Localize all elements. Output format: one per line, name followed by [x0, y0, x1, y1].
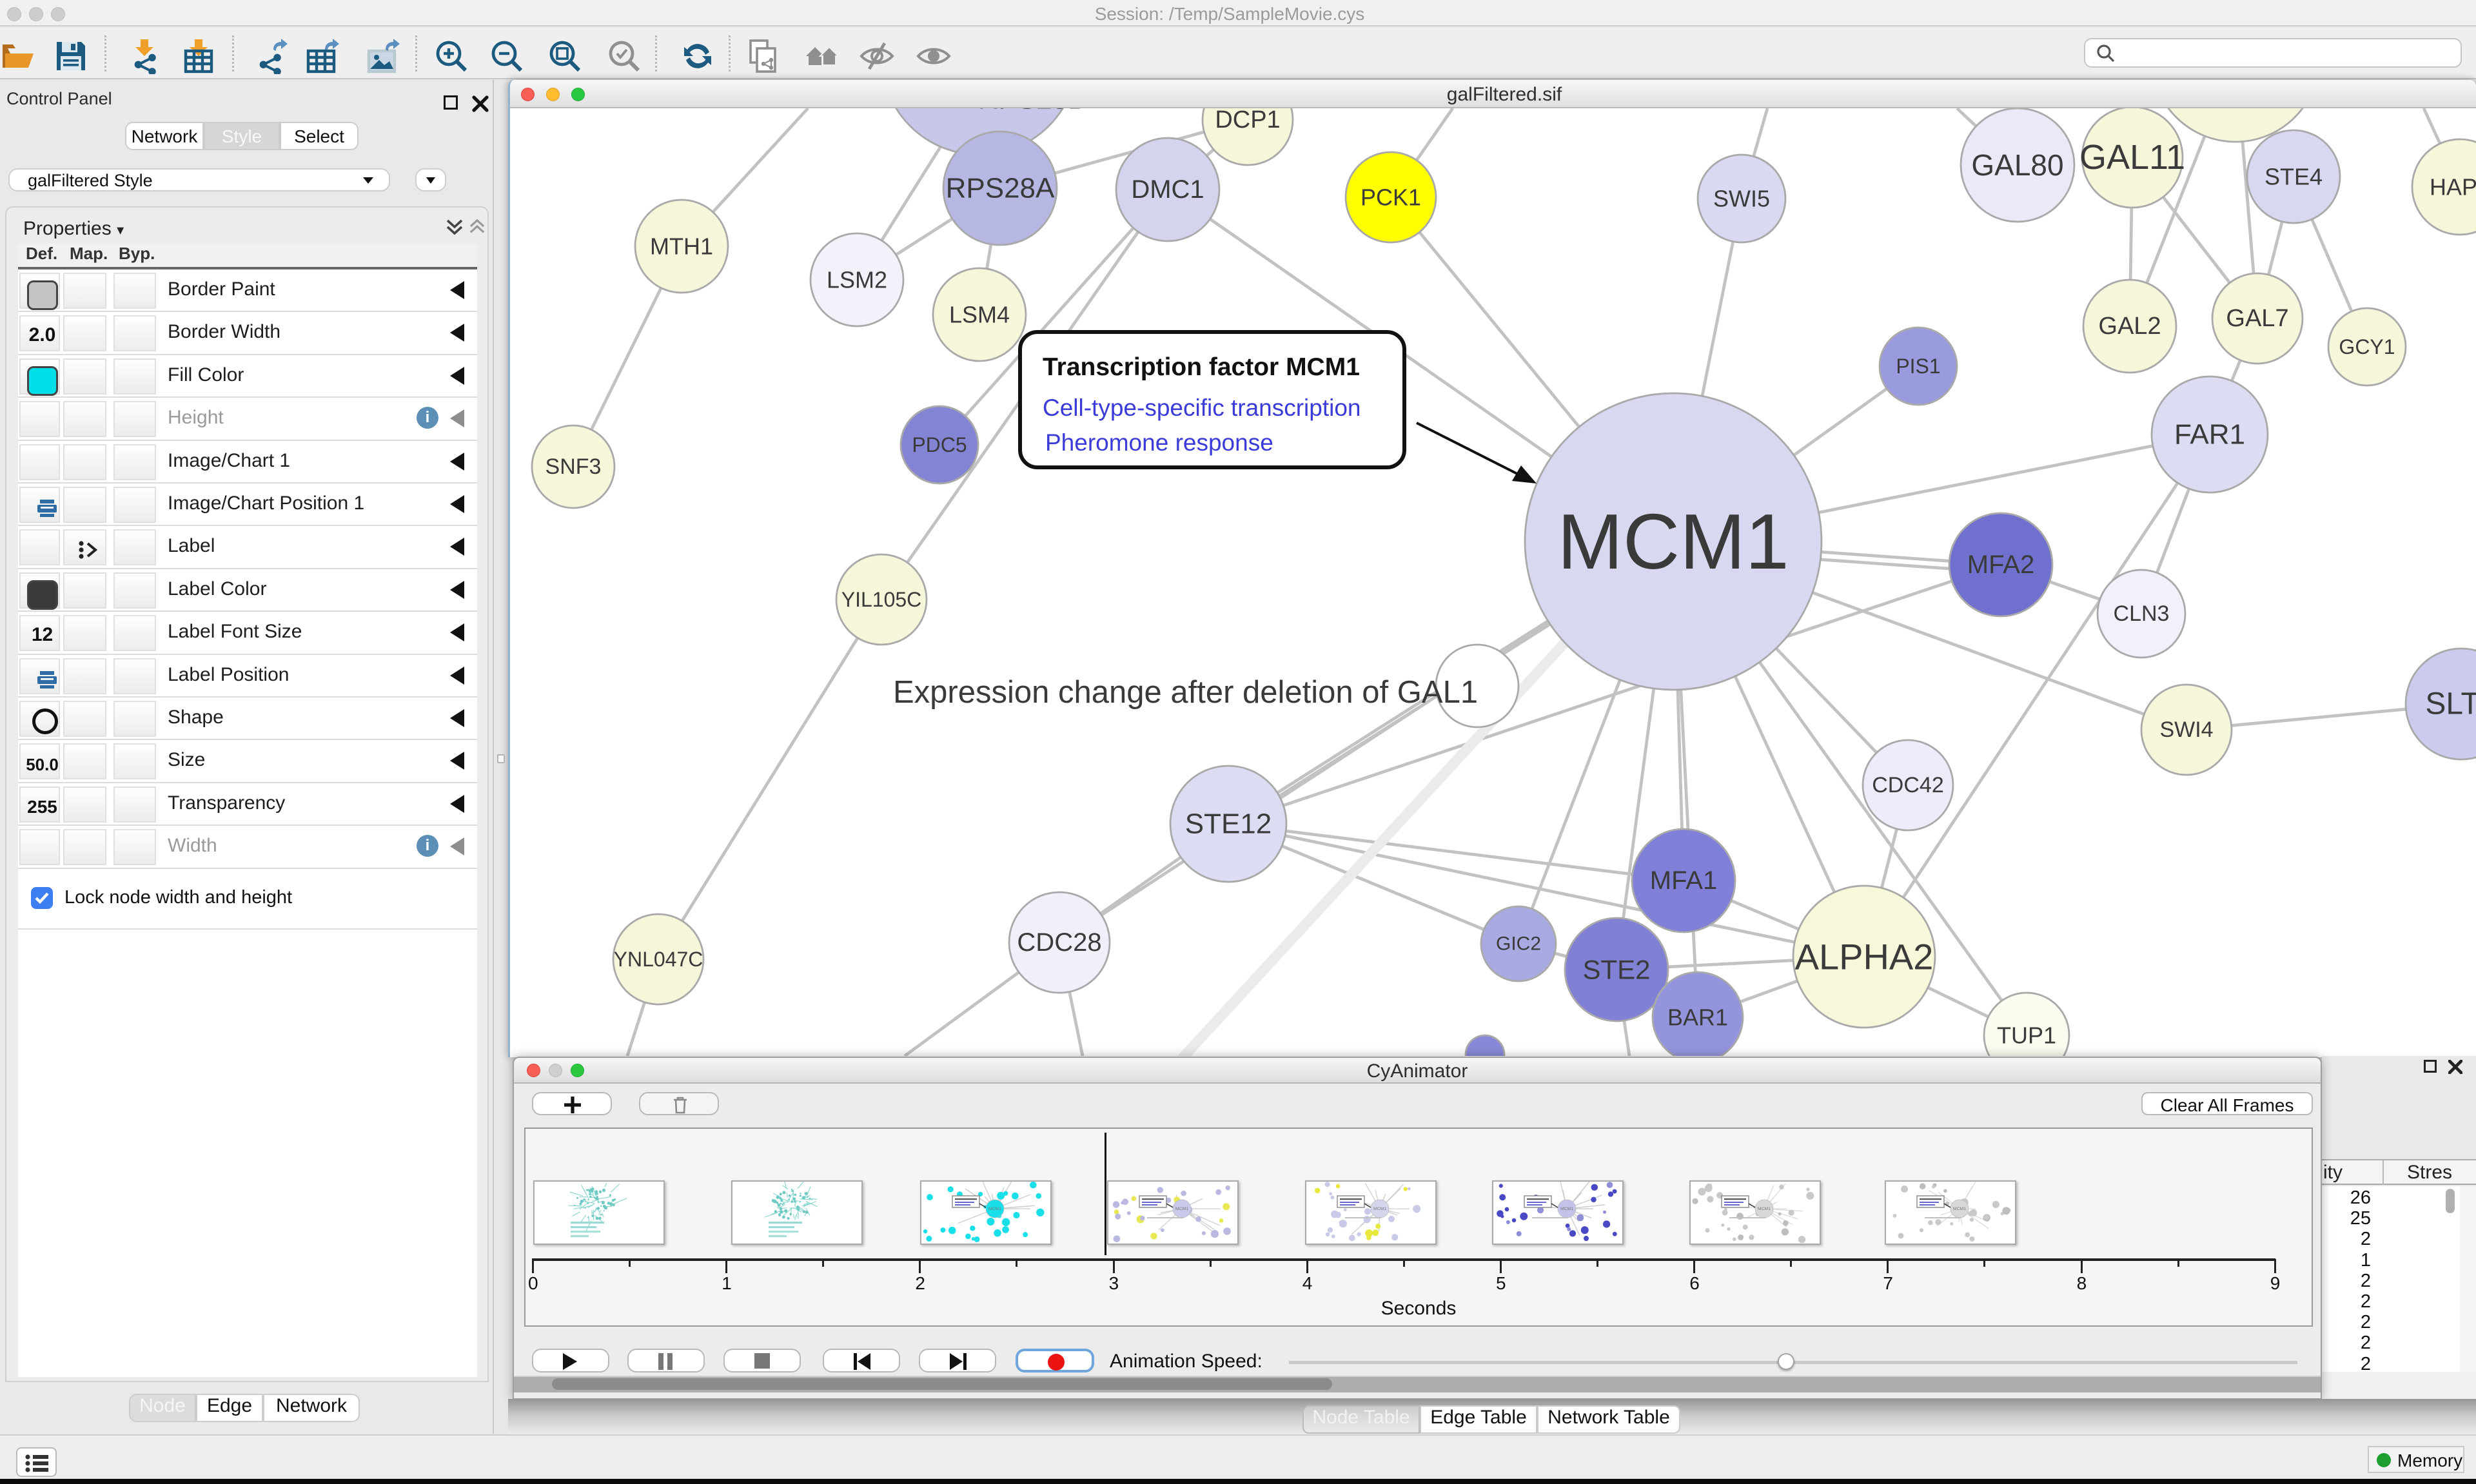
svg-text:MCM1: MCM1 [1560, 1207, 1573, 1211]
svg-text:MCM1: MCM1 [1557, 498, 1789, 585]
svg-text:MCM1: MCM1 [988, 1207, 1001, 1211]
svg-text:MFA1: MFA1 [1650, 866, 1717, 895]
svg-text:GAL2: GAL2 [2098, 313, 2161, 340]
svg-text:SLT2: SLT2 [2425, 687, 2476, 721]
svg-text:DCP1: DCP1 [1215, 108, 1280, 133]
svg-text:LSM2: LSM2 [827, 267, 887, 293]
svg-text:FAR1: FAR1 [2174, 419, 2245, 451]
svg-text:TUP1: TUP1 [1997, 1022, 2056, 1049]
svg-text:RPS28B: RPS28B [978, 108, 1087, 115]
svg-text:MFA2: MFA2 [1967, 551, 2034, 579]
svg-text:PCK1: PCK1 [1361, 184, 1421, 211]
svg-text:GCY1: GCY1 [2339, 335, 2395, 358]
svg-text:MCM1: MCM1 [1373, 1207, 1386, 1211]
svg-text:MTH1: MTH1 [650, 233, 713, 260]
svg-text:GAL80: GAL80 [1971, 148, 2063, 182]
svg-text:BAR1: BAR1 [1667, 1004, 1728, 1031]
svg-text:CDC28: CDC28 [1017, 928, 1101, 957]
svg-text:GAL7: GAL7 [2226, 305, 2288, 332]
svg-text:SNF3: SNF3 [545, 454, 602, 479]
svg-text:CDC42: CDC42 [1872, 773, 1943, 797]
svg-text:STE2: STE2 [1582, 955, 1650, 985]
svg-text:RPS28A: RPS28A [946, 173, 1055, 204]
svg-text:HAP2: HAP2 [2430, 174, 2476, 200]
svg-text:GAL11: GAL11 [2079, 138, 2185, 177]
svg-text:MCM1: MCM1 [1953, 1207, 1966, 1211]
svg-text:SWI4: SWI4 [2159, 718, 2213, 742]
svg-text:STE12: STE12 [1185, 808, 1272, 840]
svg-text:YNL047C: YNL047C [614, 948, 703, 971]
svg-text:CLN3: CLN3 [2114, 601, 2170, 626]
svg-text:LSM4: LSM4 [949, 302, 1010, 328]
svg-text:DMC1: DMC1 [1131, 175, 1204, 204]
svg-text:YIL105C: YIL105C [841, 588, 922, 611]
svg-text:MCM1: MCM1 [1758, 1207, 1771, 1211]
svg-text:PIS1: PIS1 [1896, 355, 1940, 378]
svg-text:GIC2: GIC2 [1496, 933, 1541, 955]
svg-text:PDC5: PDC5 [912, 433, 967, 456]
svg-text:MCM1: MCM1 [1175, 1207, 1188, 1211]
svg-text:SWI5: SWI5 [1713, 186, 1770, 212]
svg-text:ALPHA2: ALPHA2 [1795, 937, 1934, 977]
svg-text:STE4: STE4 [2265, 164, 2323, 190]
